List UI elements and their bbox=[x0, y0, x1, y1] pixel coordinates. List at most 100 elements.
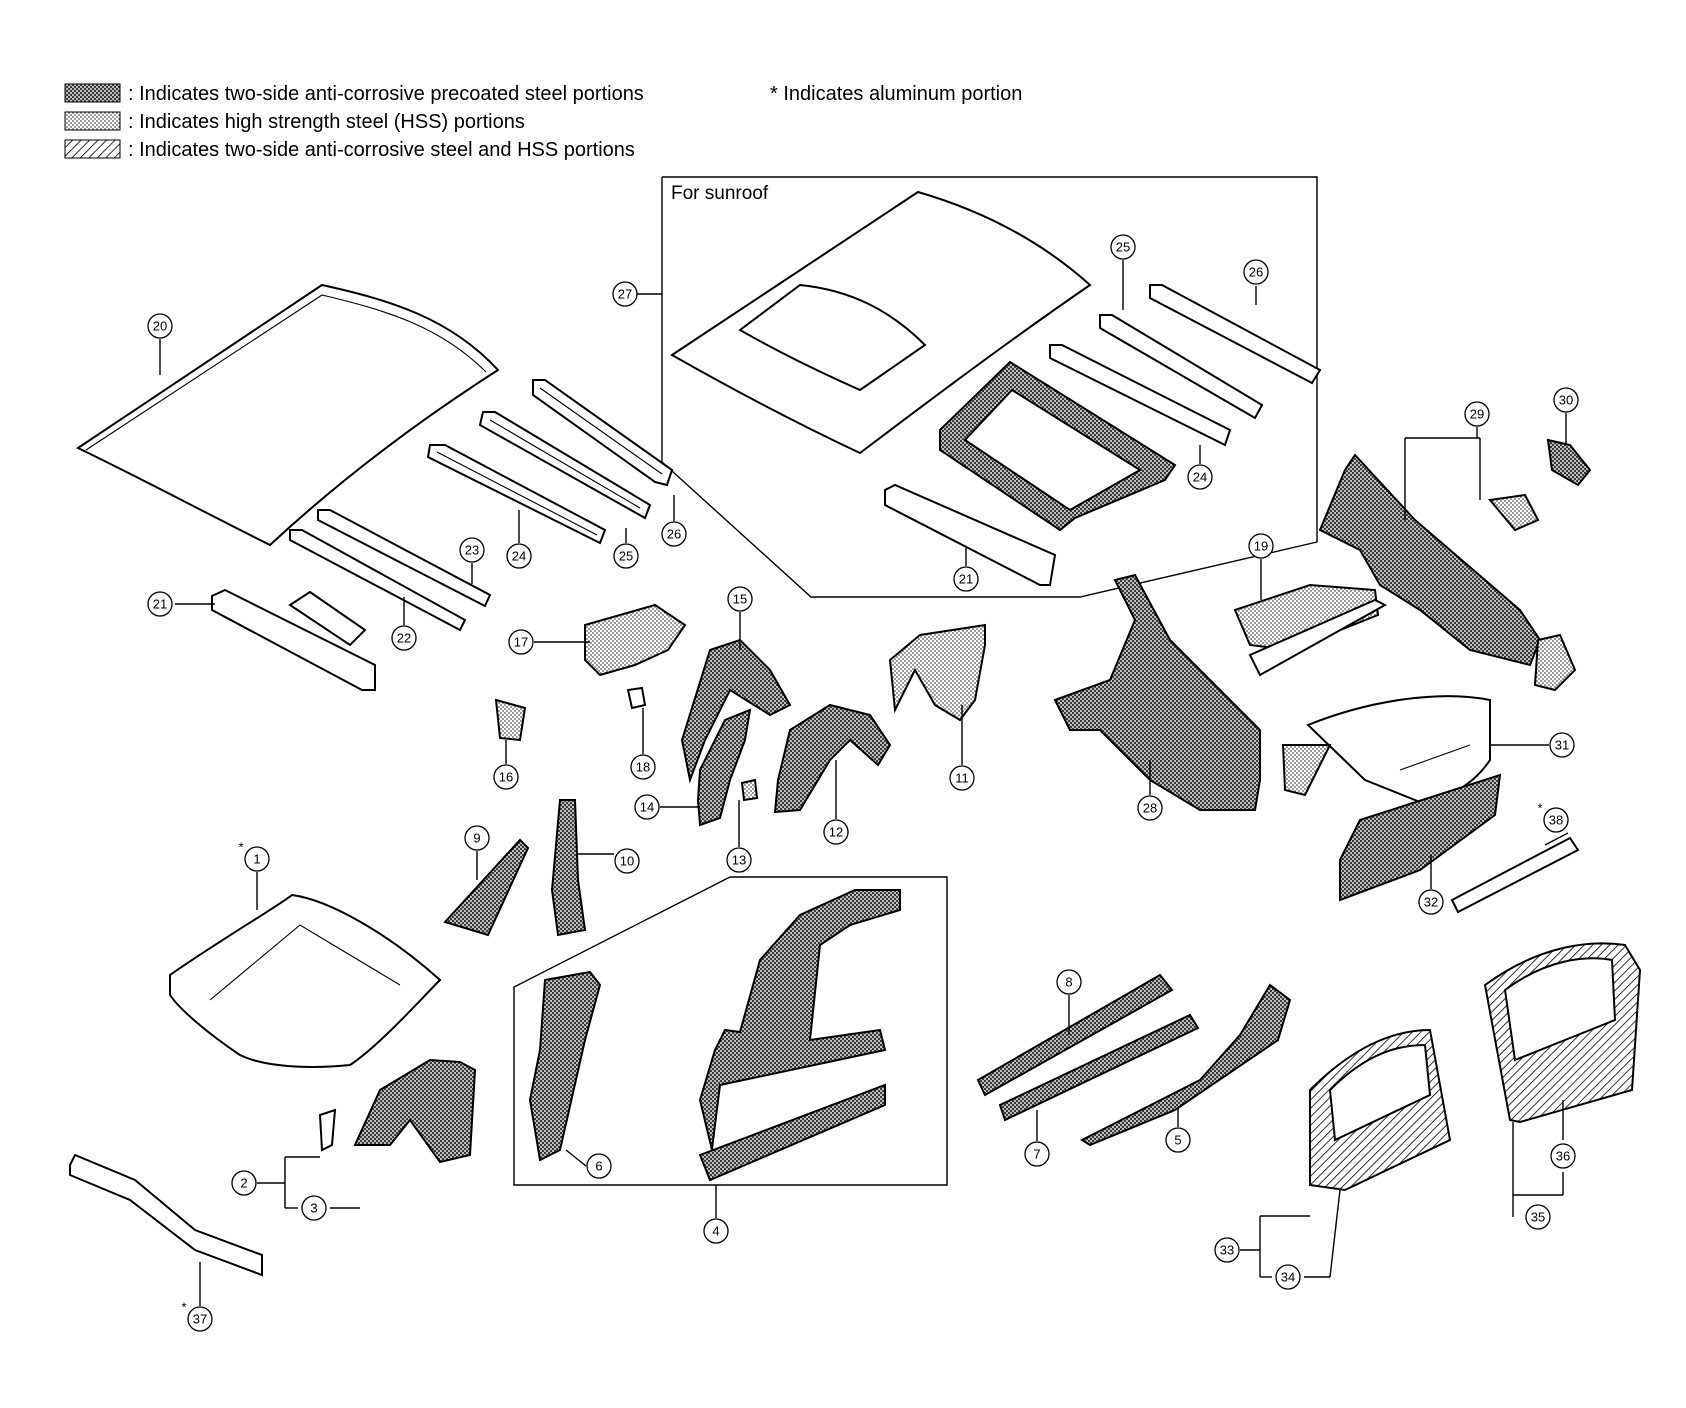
callout-16: 16 bbox=[493, 764, 519, 790]
pillar-9 bbox=[443, 838, 530, 937]
callout-19: 19 bbox=[1248, 533, 1274, 559]
sunroof-rail-25b bbox=[1099, 314, 1264, 420]
callout-24-label: 24 bbox=[512, 549, 526, 564]
callout-20: 20 bbox=[147, 313, 173, 339]
callout-34: 34 bbox=[1275, 1264, 1301, 1290]
callout-28-label: 28 bbox=[1143, 801, 1157, 816]
bracket-near-31 bbox=[1533, 633, 1577, 692]
callout-27: 27 bbox=[612, 281, 638, 307]
sill-outer-5 bbox=[1079, 983, 1292, 1147]
roof-rail-23 bbox=[317, 509, 492, 608]
legend-aluminum-text: * Indicates aluminum portion bbox=[770, 83, 1022, 105]
callout-38: * 38 bbox=[1537, 801, 1569, 833]
callout-10-label: 10 bbox=[620, 854, 634, 869]
callout-25b: 25 bbox=[1110, 234, 1136, 260]
callout-17: 17 bbox=[508, 629, 534, 655]
bracket-near-28 bbox=[1281, 744, 1332, 797]
callout-21b-label: 21 bbox=[959, 572, 973, 587]
callout-2-label: 2 bbox=[240, 1176, 247, 1191]
bracket-2 bbox=[318, 1108, 337, 1152]
sunroof-frame-panel bbox=[939, 360, 1177, 532]
callout-35: 35 bbox=[1525, 1204, 1551, 1230]
callout-9-label: 9 bbox=[473, 831, 480, 846]
callout-29-label: 29 bbox=[1470, 407, 1484, 422]
roof-rail-25 bbox=[478, 411, 652, 520]
callout-1: *1 bbox=[238, 840, 270, 872]
part-29-small bbox=[1488, 493, 1540, 532]
callout-36-label: 36 bbox=[1556, 1149, 1570, 1164]
callout-33-label: 33 bbox=[1220, 1243, 1234, 1258]
callout-2: 2 bbox=[231, 1170, 257, 1196]
callout-37: * 37 bbox=[181, 1300, 213, 1332]
front-header-21 bbox=[211, 588, 376, 691]
callout-26: 26 bbox=[661, 521, 687, 547]
rear-door-35 bbox=[1483, 942, 1642, 1124]
callout-25: 25 bbox=[613, 543, 639, 569]
callout-7-label: 7 bbox=[1033, 1147, 1040, 1162]
quarter-panel-28 bbox=[1053, 573, 1261, 811]
wheelhouse-14 bbox=[696, 708, 752, 827]
callout-7: 7 bbox=[1024, 1141, 1050, 1167]
callout-3-label: 3 bbox=[310, 1201, 317, 1216]
callout-19-label: 19 bbox=[1254, 539, 1268, 554]
callout-21b: 21 bbox=[953, 566, 979, 592]
leader-lines bbox=[159, 260, 1569, 1306]
rear-crossmember-32 bbox=[1339, 773, 1502, 902]
bracket-13 bbox=[740, 778, 759, 802]
callout-13-label: 13 bbox=[732, 853, 746, 868]
callout-21: 21 bbox=[147, 591, 173, 617]
sunroof-roof-panel bbox=[670, 190, 1092, 455]
rear-bumper-reinforcement-38 bbox=[1450, 836, 1580, 914]
pillar-6 bbox=[528, 970, 602, 1162]
callout-5: 5 bbox=[1165, 1127, 1191, 1153]
front-door-33 bbox=[1309, 1028, 1452, 1192]
callout-15-label: 15 bbox=[733, 592, 747, 607]
front-bumper-reinforcement-37 bbox=[69, 1153, 263, 1277]
sunroof-frame-label: For sunroof bbox=[671, 183, 769, 204]
bracket-18 bbox=[626, 686, 647, 710]
callout-22-label: 22 bbox=[397, 631, 411, 646]
callout-25-label: 25 bbox=[619, 549, 633, 564]
callout-27-label: 27 bbox=[618, 287, 632, 302]
callout-11: 11 bbox=[949, 765, 975, 791]
callout-9: 9 bbox=[464, 825, 490, 851]
callout-23: 23 bbox=[459, 537, 485, 563]
fender-3 bbox=[353, 1058, 477, 1164]
callout-31: 31 bbox=[1549, 732, 1575, 758]
roof-panel bbox=[75, 283, 500, 547]
callout-17-label: 17 bbox=[514, 635, 528, 650]
sunroof-rail-26 bbox=[1149, 284, 1322, 385]
bracket-17 bbox=[584, 603, 687, 677]
strut-16 bbox=[494, 698, 527, 742]
callout-4-label: 4 bbox=[712, 1224, 719, 1239]
legend-swatch-precoated bbox=[64, 83, 121, 103]
callout-24: 24 bbox=[506, 543, 532, 569]
callout-38-asterisk: * bbox=[1537, 801, 1542, 816]
callout-12-label: 12 bbox=[829, 825, 843, 840]
callout-4: 4 bbox=[703, 1218, 729, 1244]
callout-37-label: 37 bbox=[193, 1312, 207, 1327]
roof-rail-22 bbox=[289, 529, 467, 632]
callout-33: 33 bbox=[1214, 1237, 1240, 1263]
side-frame-outer-4 bbox=[698, 889, 901, 1182]
callout-34-label: 34 bbox=[1281, 1270, 1295, 1285]
callout-26b: 26 bbox=[1243, 259, 1269, 285]
callout-37-asterisk: * bbox=[181, 1300, 186, 1315]
legend-both-text: : Indicates two-side anti-corrosive stee… bbox=[128, 139, 635, 161]
rear-inner-panel-29 bbox=[1318, 453, 1542, 667]
callout-5-label: 5 bbox=[1174, 1133, 1181, 1148]
callout-3: 3 bbox=[301, 1195, 327, 1221]
legend-swatch-both bbox=[64, 139, 121, 159]
callout-24b: 24 bbox=[1187, 464, 1213, 490]
callout-23-label: 23 bbox=[465, 543, 479, 558]
callout-36: 36 bbox=[1550, 1143, 1576, 1169]
callout-32-label: 32 bbox=[1424, 895, 1438, 910]
callout-1-label: 1 bbox=[253, 852, 260, 867]
callout-21-label: 21 bbox=[153, 597, 167, 612]
callout-22: 22 bbox=[391, 625, 417, 651]
callout-18-label: 18 bbox=[636, 760, 650, 775]
callout-26-label: 26 bbox=[667, 527, 681, 542]
callout-38-label: 38 bbox=[1549, 813, 1563, 828]
callout-14-label: 14 bbox=[640, 800, 654, 815]
callout-11-label: 11 bbox=[955, 771, 969, 786]
